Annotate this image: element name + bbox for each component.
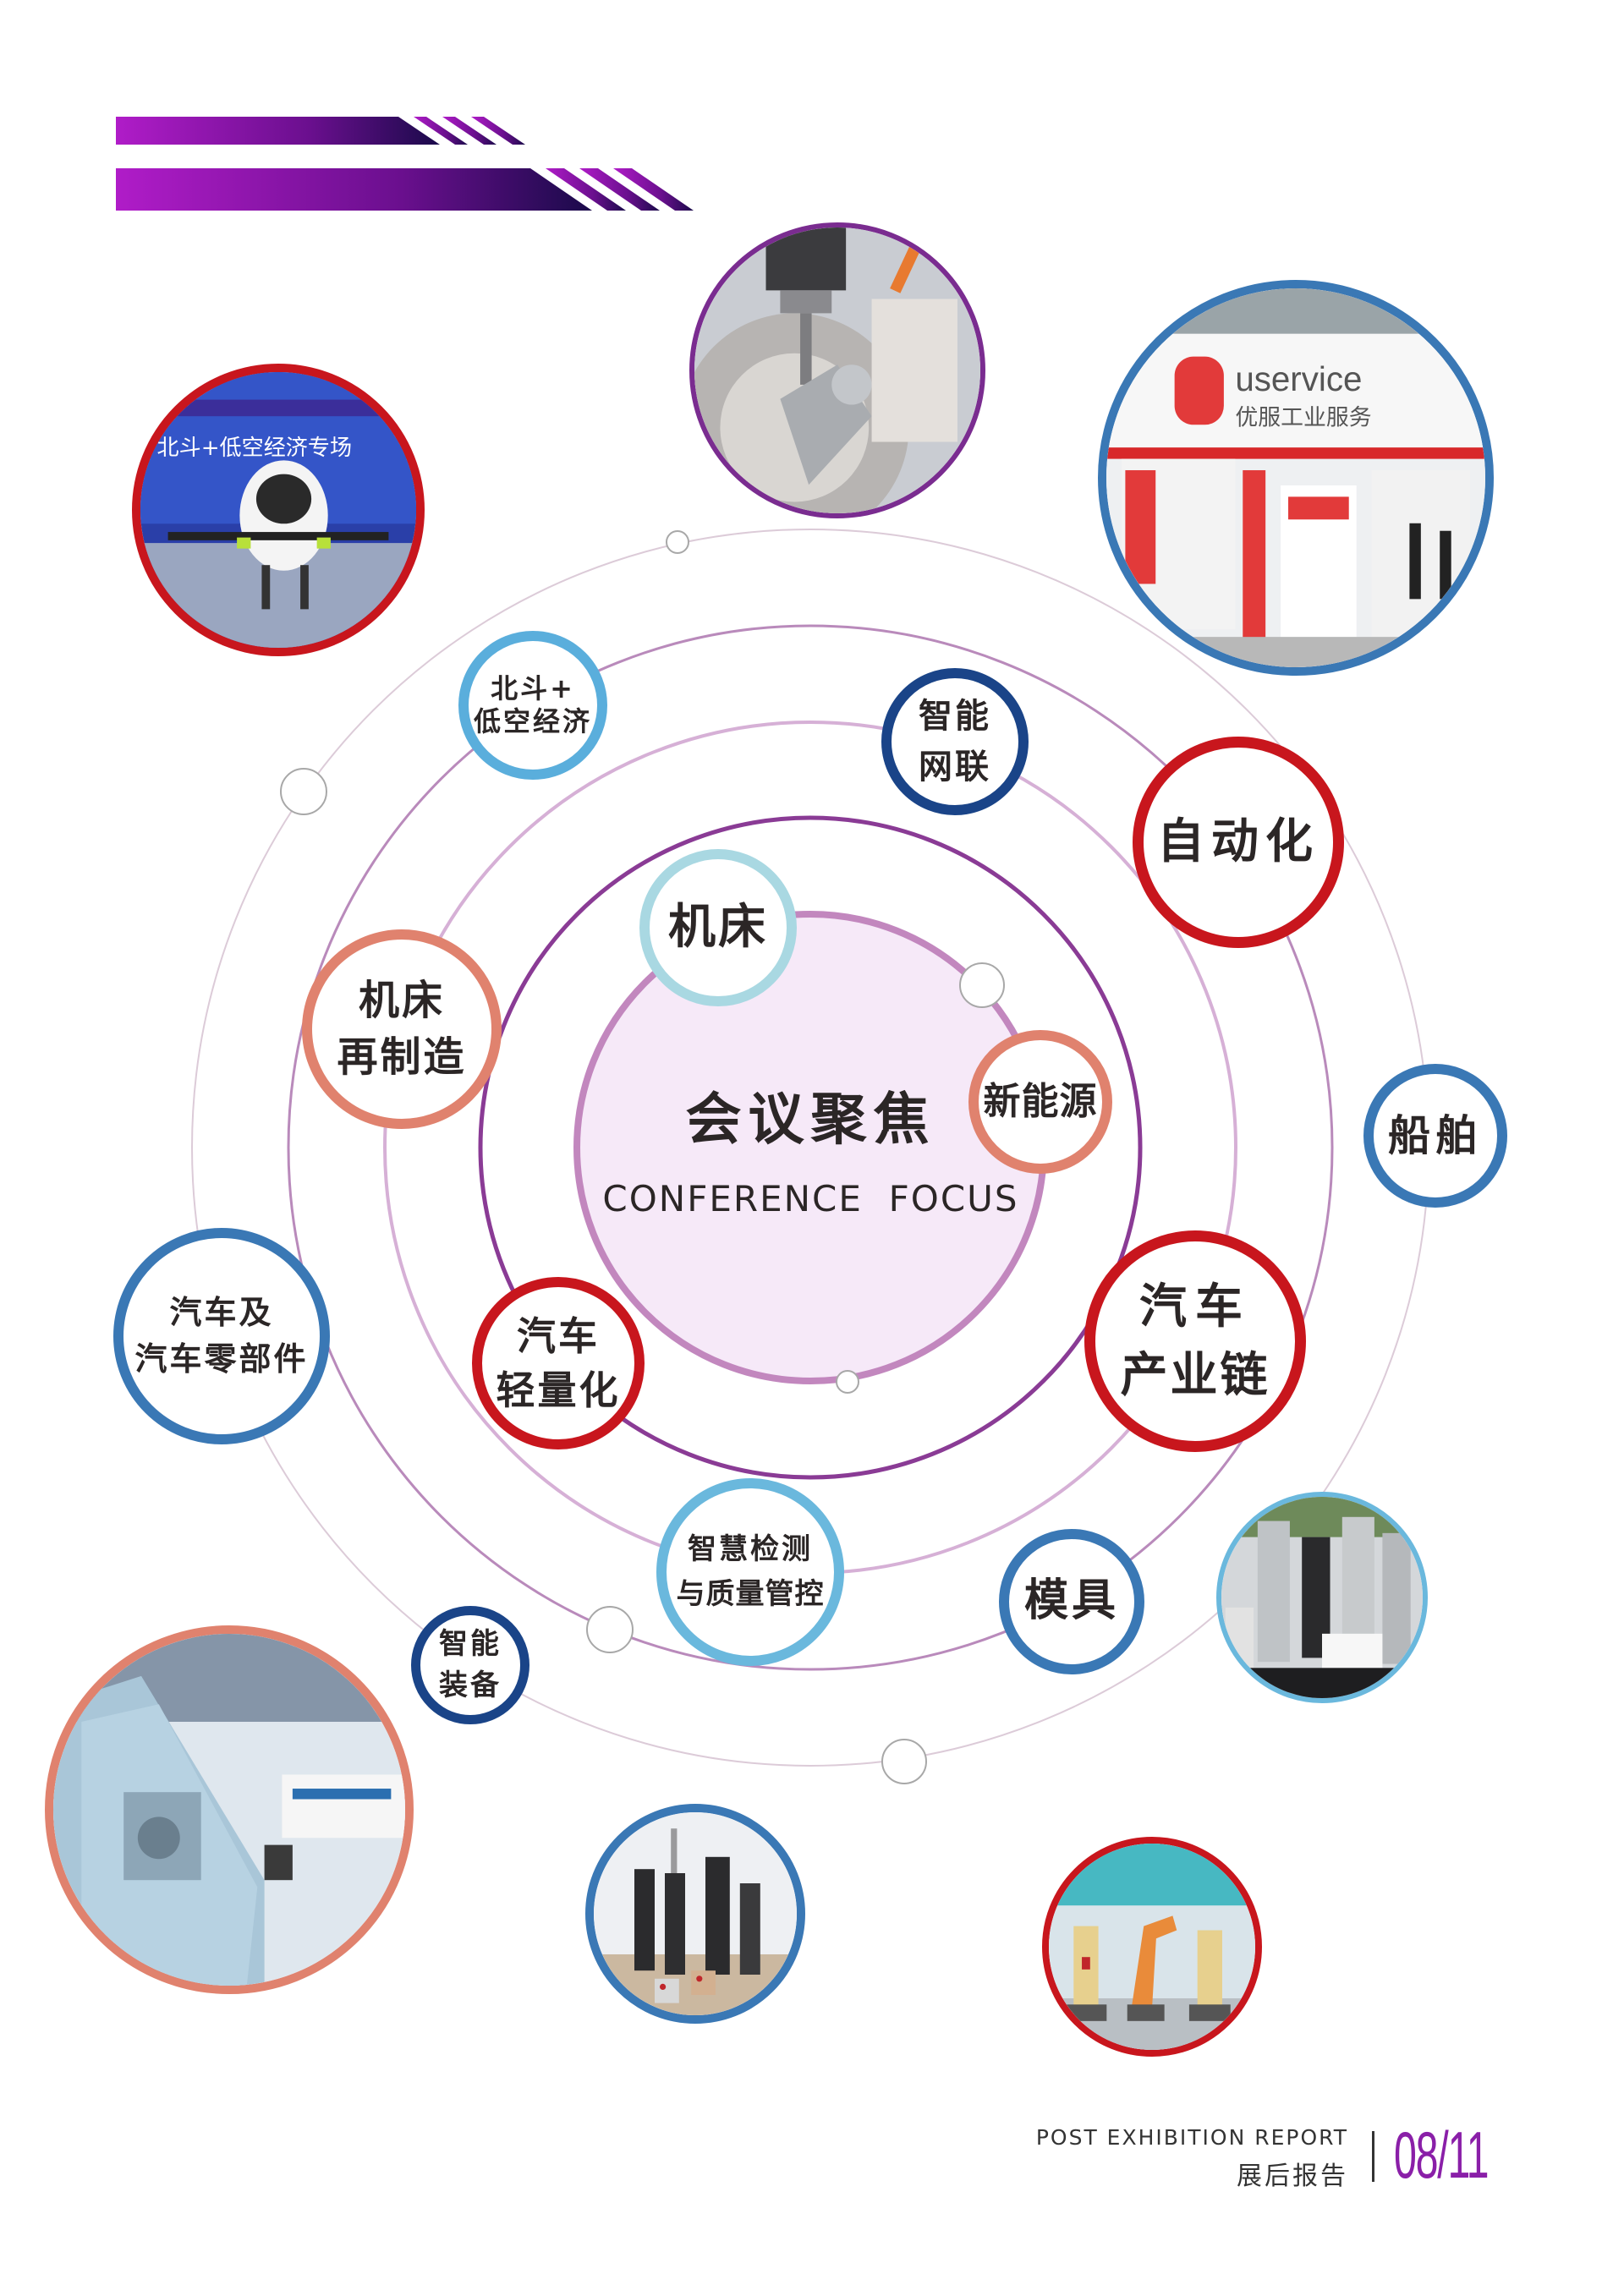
topic-mold[interactable]: 模具 (999, 1529, 1144, 1674)
topic-label: 再制造 (337, 1033, 467, 1081)
photo-industrial-robots (1042, 1837, 1262, 2057)
topic-label: 智慧检测 (688, 1532, 813, 1567)
footer-report-cn: 展后报告 (1237, 2162, 1348, 2191)
topic-machine-remanufacturing[interactable]: 机床 再制造 (302, 929, 502, 1129)
topic-label: 汽车零部件 (134, 1340, 309, 1378)
footer-report-en: POST EXHIBITION REPORT (1035, 2125, 1348, 2150)
orbit-node (881, 1739, 927, 1784)
topic-label: 低空经济 (473, 705, 592, 737)
topic-automation[interactable]: 自动化 (1133, 737, 1344, 948)
photo-evtol-drone: 北斗+低空经济专场 (132, 364, 425, 656)
topic-smart-connected[interactable]: 智能 网联 (881, 668, 1029, 815)
topic-auto-lightweight[interactable]: 汽车 轻量化 (472, 1277, 645, 1449)
topic-smart-inspection-quality[interactable]: 智慧检测 与质量管控 (656, 1478, 844, 1666)
photo-tool-holders (585, 1804, 805, 2024)
topic-label: 网联 (919, 748, 991, 786)
topic-label: 智能 (439, 1626, 502, 1661)
orbit-node (836, 1370, 859, 1394)
topic-label: 产业链 (1120, 1348, 1270, 1403)
photo-car-door-frame (45, 1625, 414, 1994)
topic-auto-and-parts[interactable]: 汽车及 汽车零部件 (113, 1228, 330, 1444)
orbit-node (280, 768, 327, 815)
topic-label: 机床 (358, 976, 445, 1024)
header-stripe-bars (116, 117, 694, 211)
topic-label: 与质量管控 (676, 1577, 825, 1611)
topic-label: 装备 (439, 1669, 502, 1702)
photo-banner-text: 北斗+低空经济专场 (157, 436, 352, 461)
center-title-en: CONFERENCE FOCUS (602, 1178, 1019, 1219)
topic-label: 模具 (1023, 1575, 1119, 1627)
topic-label: 船舶 (1388, 1110, 1483, 1160)
topic-label: 轻量化 (496, 1367, 621, 1413)
topic-label: 汽车及 (169, 1293, 274, 1331)
topic-beidou-low-altitude[interactable]: 北斗+ 低空经济 (458, 631, 607, 780)
footer-divider (1372, 2131, 1374, 2182)
topic-label: 智能 (919, 697, 991, 736)
orbit-node (959, 962, 1005, 1008)
topic-machine-tool[interactable]: 机床 (639, 849, 797, 1006)
orbit-node (666, 530, 689, 554)
photo-brand-text: uservice (1235, 359, 1362, 398)
topic-label: 北斗+ (491, 671, 575, 704)
topic-shipping[interactable]: 船舶 (1363, 1064, 1507, 1208)
photo-uservice-booth: uservice 优服工业服务 (1098, 280, 1494, 676)
topic-smart-equipment[interactable]: 智能 装备 (411, 1606, 529, 1724)
photo-cnc-milling (689, 222, 985, 518)
orbit-node (586, 1606, 634, 1653)
topic-new-energy[interactable]: 新能源 (968, 1030, 1112, 1174)
center-title-cn: 会议聚焦 (685, 1087, 936, 1152)
topic-label: 汽车 (517, 1312, 600, 1359)
topic-label: 新能源 (983, 1080, 1098, 1124)
photo-pneumatic-machines (1216, 1492, 1428, 1703)
topic-label: 机床 (668, 899, 768, 955)
topic-label: 汽车 (1139, 1279, 1251, 1334)
photo-brand-cn-text: 优服工业服务 (1235, 404, 1371, 430)
topic-auto-industry-chain[interactable]: 汽车 产业链 (1084, 1230, 1306, 1452)
topic-label: 自动化 (1157, 814, 1320, 869)
page-number: 08/11 (1394, 2118, 1489, 2192)
